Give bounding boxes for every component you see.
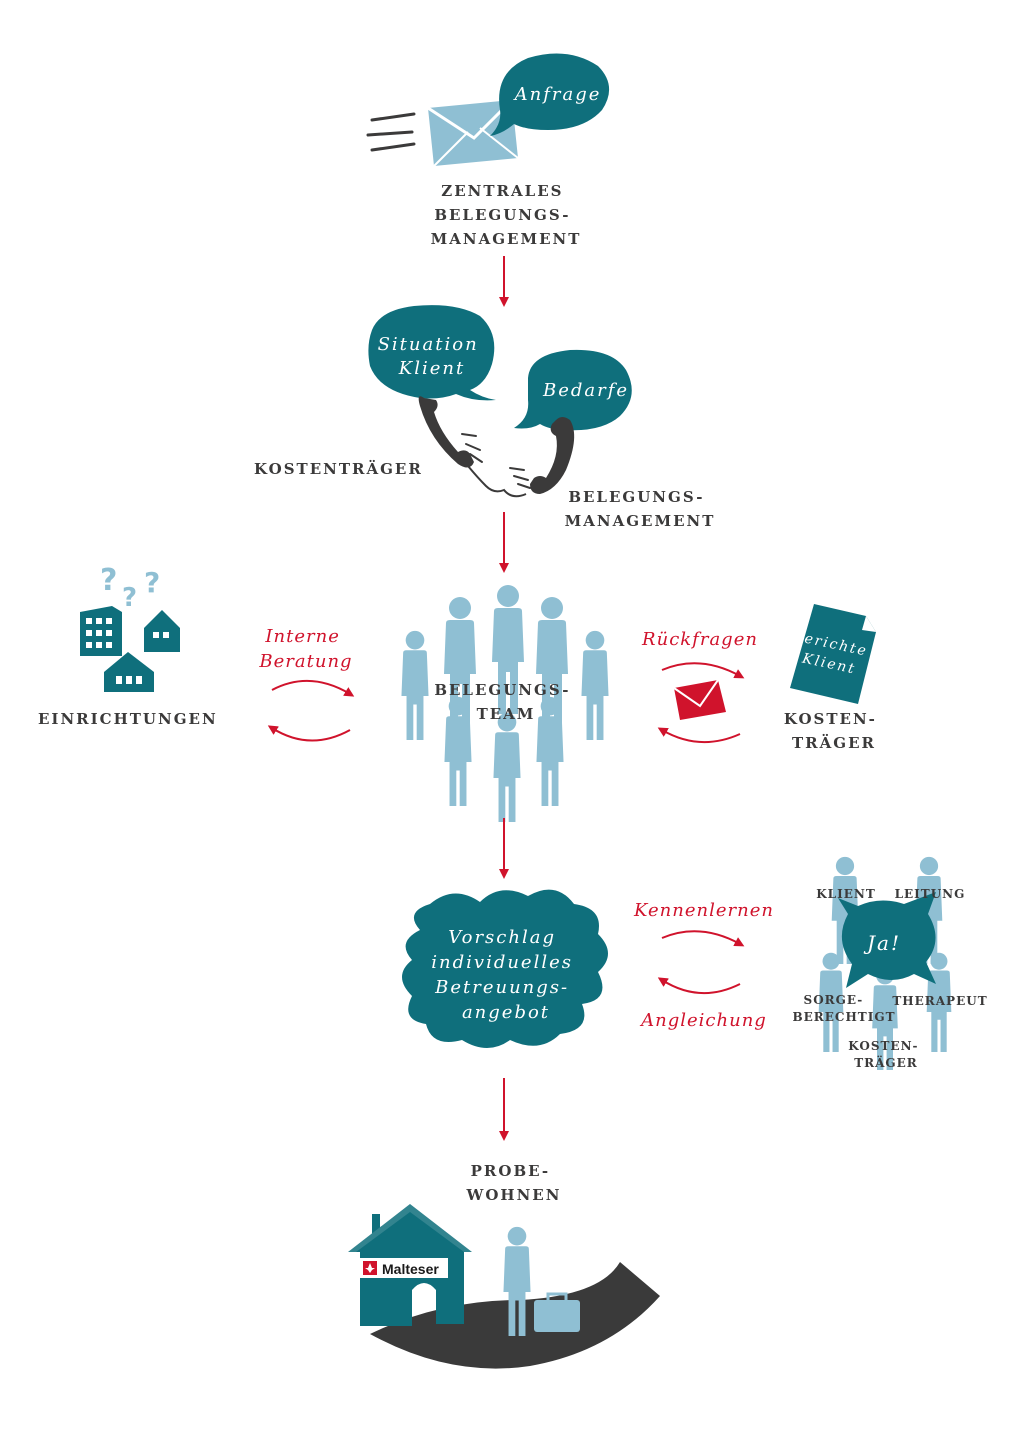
speech-bubble-ja: Ja! [838,892,936,988]
ring-lines [461,433,531,489]
speed-lines [366,112,416,152]
arrow-to-kostentraeger [661,662,745,679]
label-einrichtungen: EINRICHTUNGEN [38,710,218,728]
phone-handset-right-icon [530,417,575,494]
label-kostentraeger-right: KOSTEN- TRÄGER [784,710,884,752]
house-malteser-icon: Malteser [348,1204,472,1326]
phone-handset-left-icon [418,396,474,468]
envelope-red-icon [673,679,726,720]
bubble-text-situation: Situation [378,334,479,355]
bubble-text-anfrage: Anfrage [513,84,602,105]
team-people-group [401,585,609,822]
label-klient: KLIENT [816,887,876,901]
label-belegungsteam: BELEGUNGS- TEAM [434,681,577,723]
label-therapeut: THERAPEUT [892,994,987,1008]
speech-bubble-anfrage: Anfrage [490,53,610,136]
label-interne-beratung: Interne Beratung [258,626,352,672]
document-berichte-icon: Berichte Klient [790,604,876,704]
label-belegungsmanagement-receiver: BELEGUNGS- MANAGEMENT [565,488,716,530]
arrow-angleichung [657,977,741,994]
house-small-icon [144,610,180,652]
question-mark-1: ? [100,563,117,598]
house-icon [104,652,154,692]
arrow-from-kostentraeger [657,727,741,743]
label-kennenlernen: Kennenlernen [633,900,774,921]
question-mark-3: ? [144,566,160,599]
bubble-text-ja: Ja! [863,931,901,955]
label-sorgeberechtigt: SORGE- BERECHTIGT [792,993,895,1024]
label-kostentraeger-small: KOSTEN- TRÄGER [848,1039,923,1070]
envelope-icon [427,98,519,167]
cloud-text: Vorschlag individuelles Betreuungs- ange… [431,927,580,1023]
label-angleichung: Angleichung [639,1010,767,1031]
step-proposal: Vorschlag individuelles Betreuungs- ange… [402,856,987,1141]
label-zentrales-belegungsmanagement: ZENTRALES BELEGUNGS- MANAGEMENT [431,182,582,248]
step-phone-call: Situation Klient Bedarfe KOSTENTRÄGER BE… [254,305,716,573]
suitcase-icon [534,1292,580,1332]
bubble-text-bedarfe: Bedarfe [542,380,629,401]
label-rueckfragen: Rückfragen [641,629,758,650]
arrow-to-facilities-team [271,680,355,697]
step-probewohnen: PROBE- WOHNEN Malteser [348,1162,660,1369]
label-kostentraeger-caller: KOSTENTRÄGER [254,459,423,478]
svg-text:Situation Klient: Situation Klient [378,334,487,379]
phone-cord [467,465,527,498]
speech-bubble-bedarfe: Bedarfe [514,349,632,431]
malteser-brand-text: Malteser [382,1261,439,1277]
cloud-vorschlag [402,889,608,1048]
arrow-from-team-facilities [267,725,351,742]
step-request: Anfrage ZENTRALES BELEGUNGS- MANAGEMENT [366,53,610,307]
step-team: ? ? ? EINRICHTUNGEN Interne Beratung [38,563,884,879]
question-mark-2: ? [122,583,137,613]
person-with-luggage [503,1226,580,1336]
arrow-kennenlernen [661,930,745,947]
facilities-icon: ? ? ? [80,563,180,692]
bubble-text-klient: Klient [398,358,465,379]
label-probewohnen: PROBE- WOHNEN [466,1162,562,1204]
speech-bubble-situation: Situation Klient [368,305,496,401]
label-leitung: LEITUNG [895,887,966,901]
